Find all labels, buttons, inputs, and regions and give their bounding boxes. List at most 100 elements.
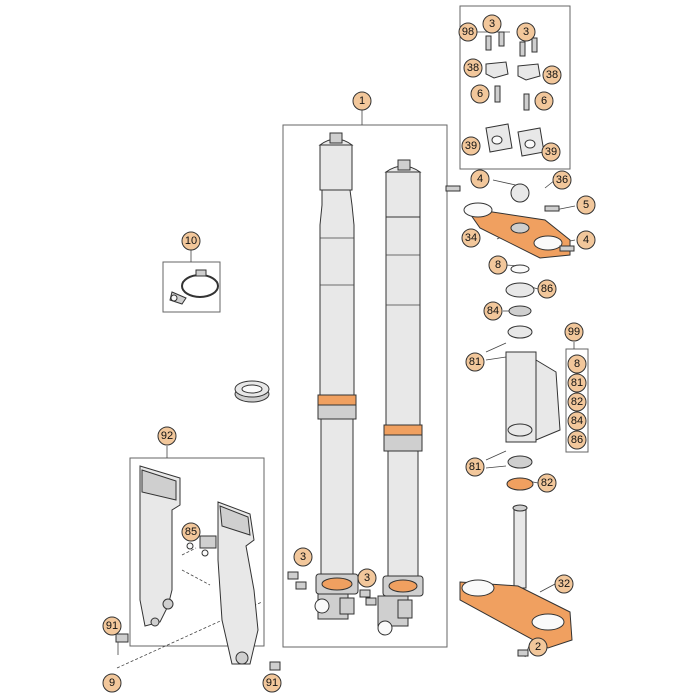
callout-4: 4 xyxy=(576,230,596,250)
callout-92: 92 xyxy=(157,426,177,446)
fork-assembly-box xyxy=(282,124,448,648)
callout-36: 36 xyxy=(552,170,572,190)
svg-text:86: 86 xyxy=(571,434,583,446)
svg-text:3: 3 xyxy=(523,26,529,38)
right-fork-protector xyxy=(186,501,259,665)
svg-text:38: 38 xyxy=(467,62,479,74)
svg-text:82: 82 xyxy=(541,477,553,489)
callout-3: 3 xyxy=(482,14,502,34)
svg-text:6: 6 xyxy=(541,95,547,107)
clamp-box xyxy=(162,261,221,313)
svg-text:3: 3 xyxy=(364,572,370,584)
svg-text:3: 3 xyxy=(300,551,306,563)
callout-5: 5 xyxy=(576,195,596,215)
axle-clamp-bolts xyxy=(287,571,377,606)
steering-bearing-kit-box xyxy=(565,348,589,453)
svg-text:81: 81 xyxy=(571,377,583,389)
leader-line xyxy=(485,342,507,353)
svg-text:84: 84 xyxy=(487,305,499,317)
svg-text:98: 98 xyxy=(462,26,474,38)
svg-text:9: 9 xyxy=(109,677,115,689)
leader-line xyxy=(485,356,507,361)
svg-text:84: 84 xyxy=(571,415,583,427)
callout-85: 85 xyxy=(181,522,201,542)
callout-82: 82 xyxy=(537,473,557,493)
hose-clamp xyxy=(169,269,219,305)
handlebar-clamp-parts xyxy=(485,31,545,157)
callout-1: 1 xyxy=(352,91,372,111)
callout-39: 39 xyxy=(541,142,561,162)
svg-text:34: 34 xyxy=(465,232,477,244)
callout-86: 86 xyxy=(537,279,557,299)
svg-text:1: 1 xyxy=(359,95,365,107)
fork-seal-ring xyxy=(234,380,270,403)
svg-text:10: 10 xyxy=(185,235,197,247)
callout-91: 91 xyxy=(102,616,122,636)
callout-84: 84 xyxy=(483,301,503,321)
callout-9: 9 xyxy=(102,673,122,693)
callout-39: 39 xyxy=(461,136,481,156)
dashed-leader xyxy=(181,547,197,556)
svg-text:36: 36 xyxy=(556,174,568,186)
svg-text:4: 4 xyxy=(477,173,483,185)
svg-text:39: 39 xyxy=(545,146,557,158)
svg-text:81: 81 xyxy=(469,356,481,368)
leader-line xyxy=(539,583,556,593)
svg-text:5: 5 xyxy=(583,199,589,211)
callout-81: 81 xyxy=(567,373,587,393)
callout-98: 98 xyxy=(458,22,478,42)
callout-3: 3 xyxy=(293,547,313,567)
callout-38: 38 xyxy=(463,58,483,78)
svg-text:91: 91 xyxy=(106,620,118,632)
callout-81: 81 xyxy=(465,352,485,372)
svg-text:6: 6 xyxy=(477,88,483,100)
steering-bearing-stack xyxy=(505,264,561,491)
handlebar-clamp-kit-box xyxy=(459,5,571,170)
svg-text:91: 91 xyxy=(266,677,278,689)
protector-screws xyxy=(115,633,281,671)
svg-text:81: 81 xyxy=(469,461,481,473)
callout-4: 4 xyxy=(470,169,490,189)
svg-text:3: 3 xyxy=(489,18,495,30)
svg-text:92: 92 xyxy=(161,430,173,442)
callout-8: 8 xyxy=(567,354,587,374)
svg-text:8: 8 xyxy=(574,358,580,370)
callout-86: 86 xyxy=(567,430,587,450)
svg-text:4: 4 xyxy=(583,234,589,246)
fork-protector-box xyxy=(129,457,265,647)
svg-text:2: 2 xyxy=(535,641,541,653)
dashed-leader xyxy=(181,569,211,586)
callout-84: 84 xyxy=(567,411,587,431)
callout-81: 81 xyxy=(465,457,485,477)
svg-text:86: 86 xyxy=(541,283,553,295)
callout-34: 34 xyxy=(461,228,481,248)
upper-triple-clamp xyxy=(445,183,575,259)
callout-82: 82 xyxy=(567,392,587,412)
callout-2: 2 xyxy=(528,637,548,657)
callout-91: 91 xyxy=(262,673,282,693)
callout-32: 32 xyxy=(554,574,574,594)
callout-99: 99 xyxy=(564,322,584,342)
callout-6: 6 xyxy=(534,91,554,111)
left-fork-leg xyxy=(314,132,359,620)
svg-text:99: 99 xyxy=(568,326,580,338)
leader-line xyxy=(485,465,507,469)
right-fork-leg xyxy=(377,159,424,636)
lower-triple-clamp xyxy=(459,504,573,657)
svg-text:85: 85 xyxy=(185,526,197,538)
callout-8: 8 xyxy=(488,255,508,275)
svg-text:38: 38 xyxy=(546,69,558,81)
left-fork-protector xyxy=(139,465,181,627)
svg-text:39: 39 xyxy=(465,140,477,152)
leader-line xyxy=(485,450,507,461)
callout-3: 3 xyxy=(516,22,536,42)
svg-text:82: 82 xyxy=(571,396,583,408)
svg-text:32: 32 xyxy=(558,578,570,590)
svg-text:8: 8 xyxy=(495,259,501,271)
callout-10: 10 xyxy=(181,231,201,251)
callout-3: 3 xyxy=(357,568,377,588)
callout-38: 38 xyxy=(542,65,562,85)
callout-6: 6 xyxy=(470,84,490,104)
